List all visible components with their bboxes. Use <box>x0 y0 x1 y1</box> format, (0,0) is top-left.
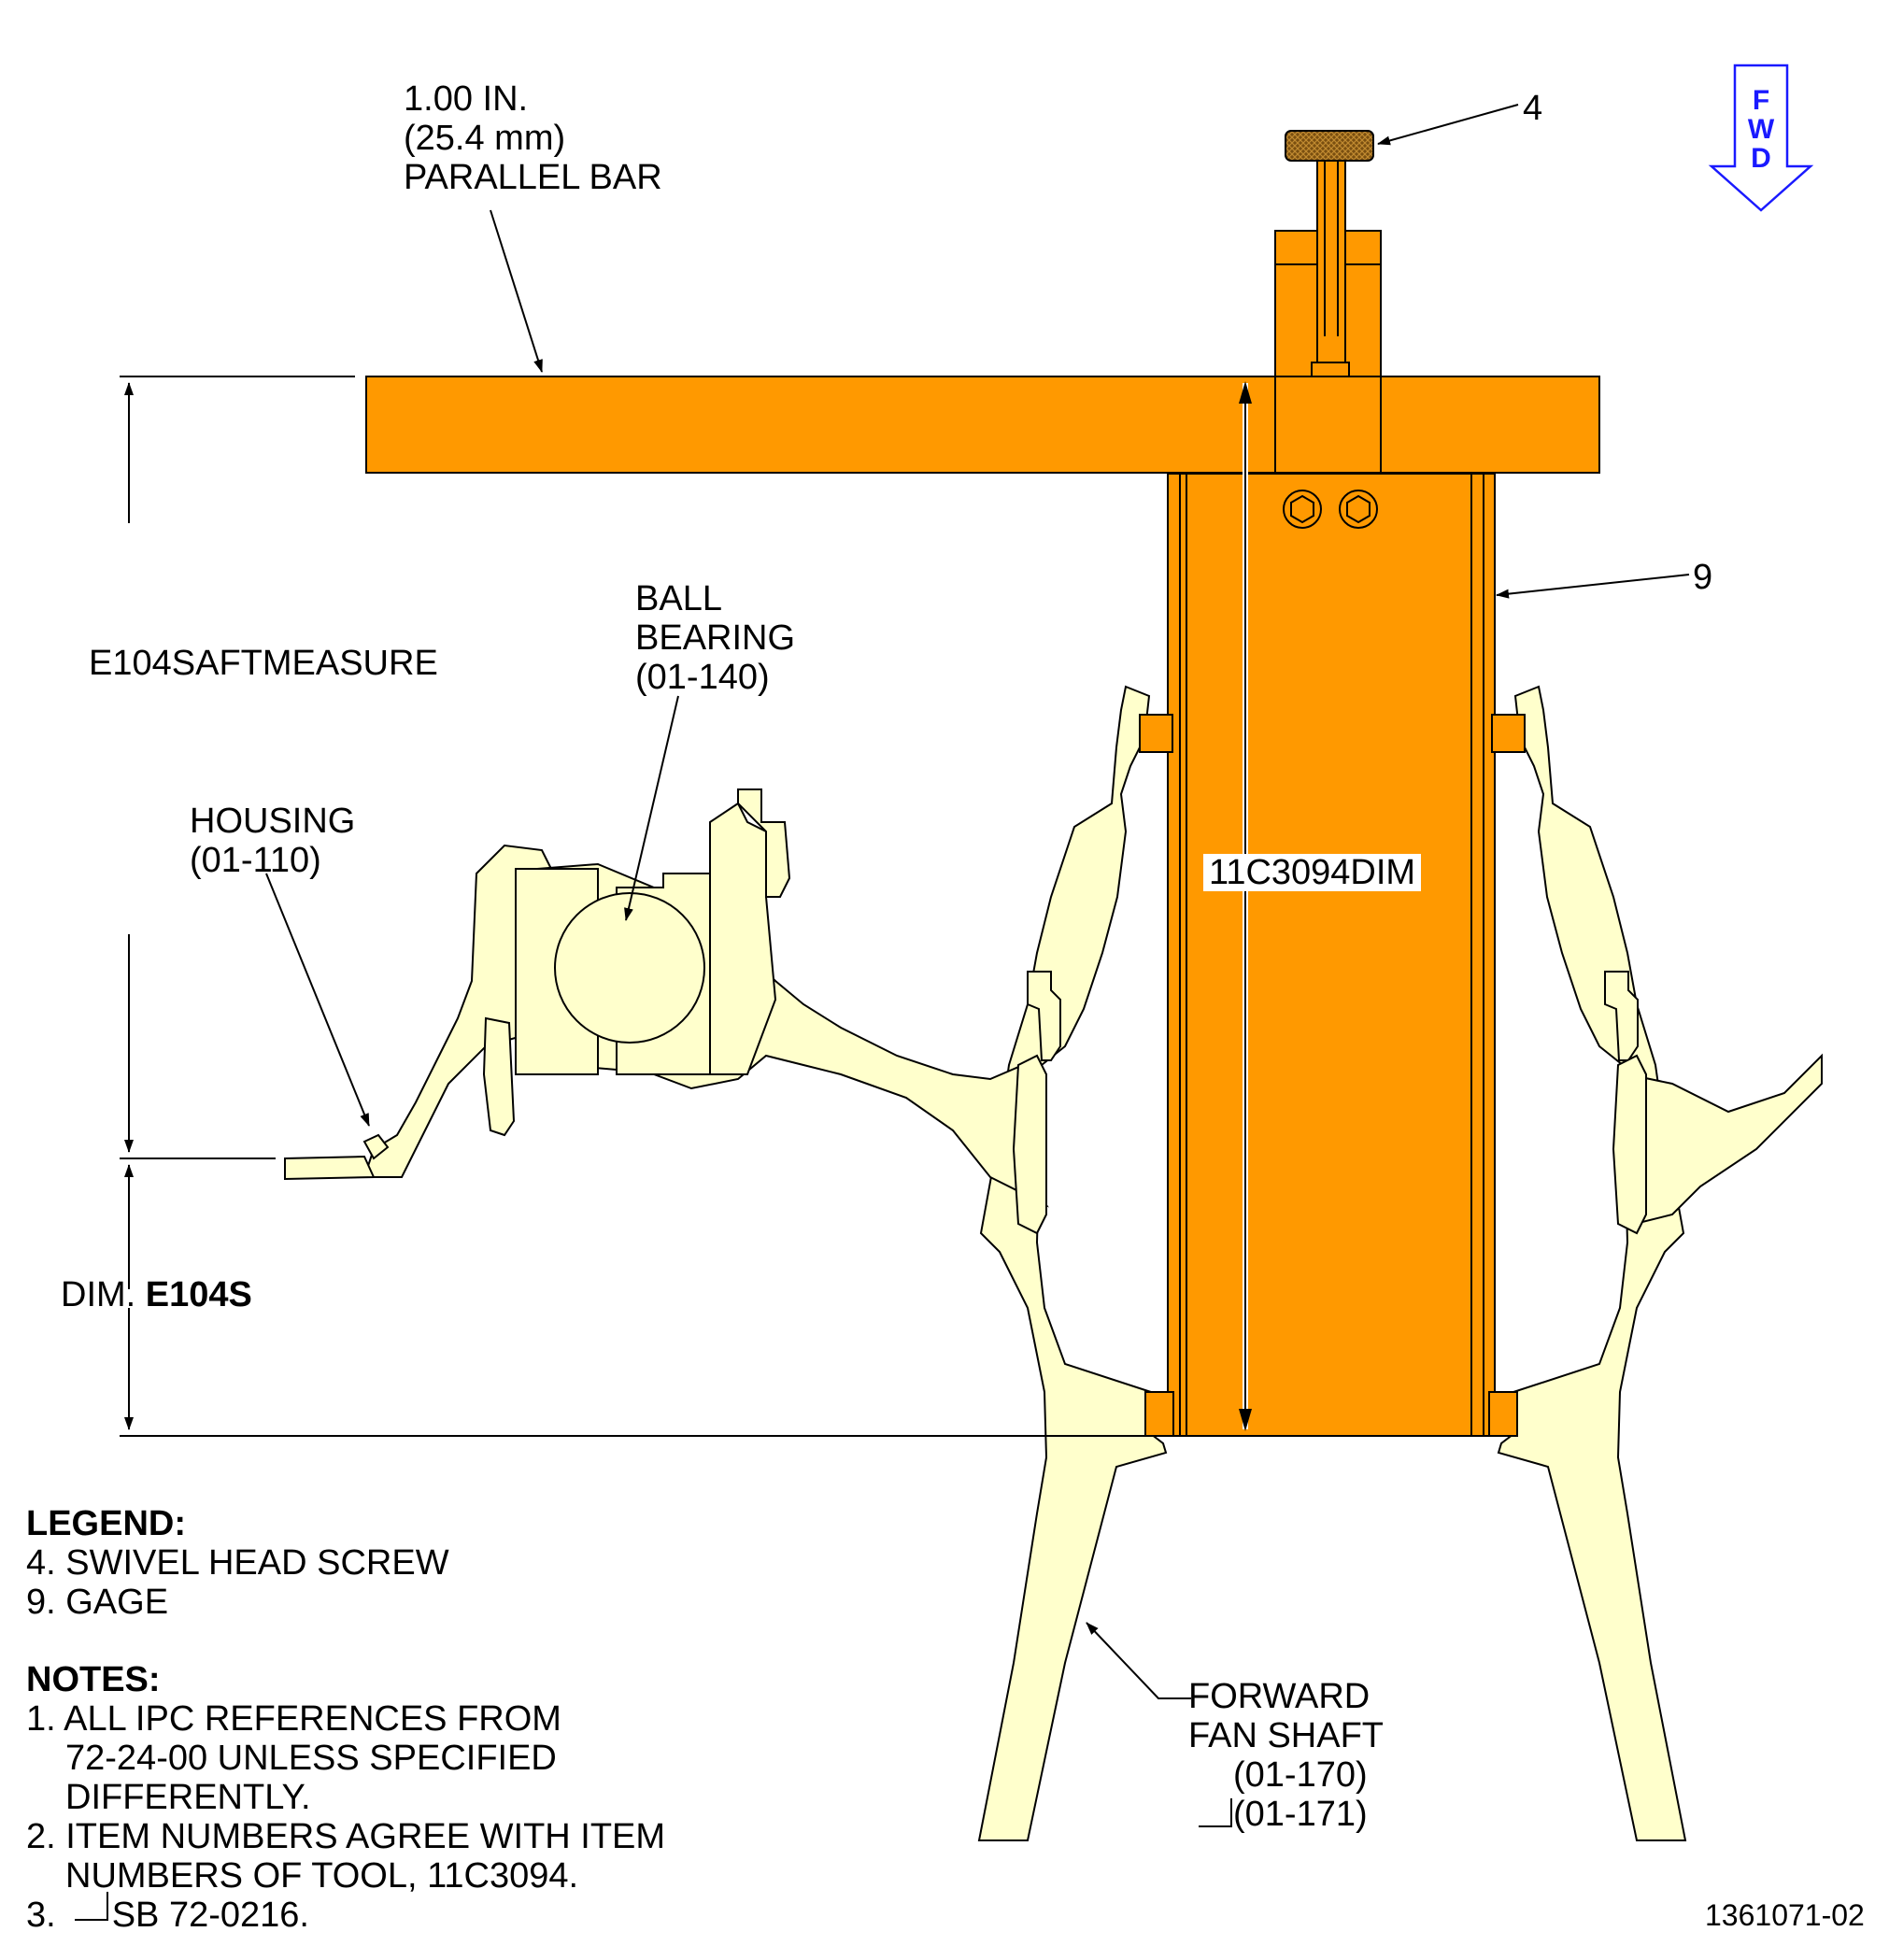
leader-lines <box>265 104 1690 1699</box>
gage-body <box>1139 473 1526 1437</box>
legend-item: 4. SWIVEL HEAD SCREW <box>26 1543 449 1583</box>
ball-bearing-line-2: BEARING <box>635 618 796 658</box>
note-3-number: 3. <box>26 1896 56 1935</box>
note-3-text: SB 72-0216. <box>111 1896 309 1935</box>
ball-bearing-line-1: BALL <box>635 579 722 618</box>
housing-callout: HOUSING (01-110) <box>190 802 355 880</box>
fan-shaft-line-2: FAN SHAFT <box>1188 1716 1385 1755</box>
parallel-bar-size: 1.00 IN. <box>404 79 529 119</box>
forward-fan-shaft-callout: FORWARD FAN SHAFT (01-170) (01-171) <box>1188 1677 1384 1834</box>
legend-title: LEGEND: <box>26 1504 186 1543</box>
forward-fan-shaft-left <box>977 685 1168 1841</box>
forward-fan-shaft-right <box>1497 685 1823 1841</box>
item-9-callout: 9 <box>1693 558 1713 597</box>
legend-item: 9. GAGE <box>26 1583 169 1622</box>
fwd-letter-w: W <box>1747 114 1775 145</box>
fan-shaft-part-1: (01-170) <box>1233 1755 1368 1795</box>
figure-number: 1361071-02 <box>1705 1898 1865 1932</box>
ball-bearing-circle <box>554 892 705 1044</box>
dim-prefix: DIM. <box>61 1275 136 1314</box>
dim-e104s-label: DIM. E104S <box>61 1276 252 1314</box>
fwd-label: F W D <box>1742 86 1780 173</box>
note-1-line-2: 72-24-00 UNLESS SPECIFIED <box>65 1739 557 1778</box>
parallel-bar-block-lines <box>1274 376 1382 473</box>
aft-measure-label: E104SAFTMEASURE <box>89 644 438 683</box>
ball-bearing-part: (01-140) <box>635 658 770 697</box>
gage-screws <box>1283 490 1378 529</box>
swivel-screw-block <box>1274 149 1382 377</box>
dim-value: E104S <box>145 1275 252 1314</box>
fan-shaft-line-1: FORWARD <box>1188 1677 1371 1716</box>
housing-name: HOUSING <box>190 802 356 841</box>
housing-part: (01-110) <box>190 841 321 880</box>
note-2-line-2: NUMBERS OF TOOL, 11C3094. <box>65 1856 579 1896</box>
note-1-line-1: 1. ALL IPC REFERENCES FROM <box>26 1699 561 1739</box>
seal-detail-left <box>1012 971 1061 1235</box>
notes-title: NOTES: <box>26 1660 161 1699</box>
fwd-letter-d: D <box>1751 143 1771 174</box>
note-3: 3. SB 72-0216. <box>26 1896 665 1935</box>
fan-shaft-part-2: (01-171) <box>1233 1795 1368 1834</box>
legend-block: LEGEND: 4. SWIVEL HEAD SCREW 9. GAGE <box>26 1504 449 1622</box>
tool-dimension-label: 11C3094DIM <box>1203 854 1422 891</box>
note-2-line-1: 2. ITEM NUMBERS AGREE WITH ITEM <box>26 1817 666 1856</box>
notes-block: NOTES: 1. ALL IPC REFERENCES FROM 72-24-… <box>26 1660 665 1935</box>
dimension-lines <box>120 376 1149 1437</box>
swivel-head-screw-knurl <box>1285 130 1374 162</box>
parallel-bar-metric: (25.4 mm) <box>404 119 566 158</box>
seal-detail-right <box>1604 971 1647 1235</box>
note-1-line-3: DIFFERENTLY. <box>65 1778 311 1817</box>
parallel-bar-callout: 1.00 IN. (25.4 mm) PARALLEL BAR <box>404 79 662 197</box>
revision-triangle-symbols <box>75 1798 1232 1921</box>
fwd-arrow <box>1708 64 1814 212</box>
parallel-bar <box>365 376 1600 474</box>
ball-bearing-callout: BALL BEARING (01-140) <box>635 579 795 697</box>
parallel-bar-name: PARALLEL BAR <box>404 158 662 197</box>
fwd-letter-f: F <box>1752 85 1770 116</box>
tool-dimension-line <box>1239 381 1252 1431</box>
item-4-callout: 4 <box>1523 89 1543 128</box>
